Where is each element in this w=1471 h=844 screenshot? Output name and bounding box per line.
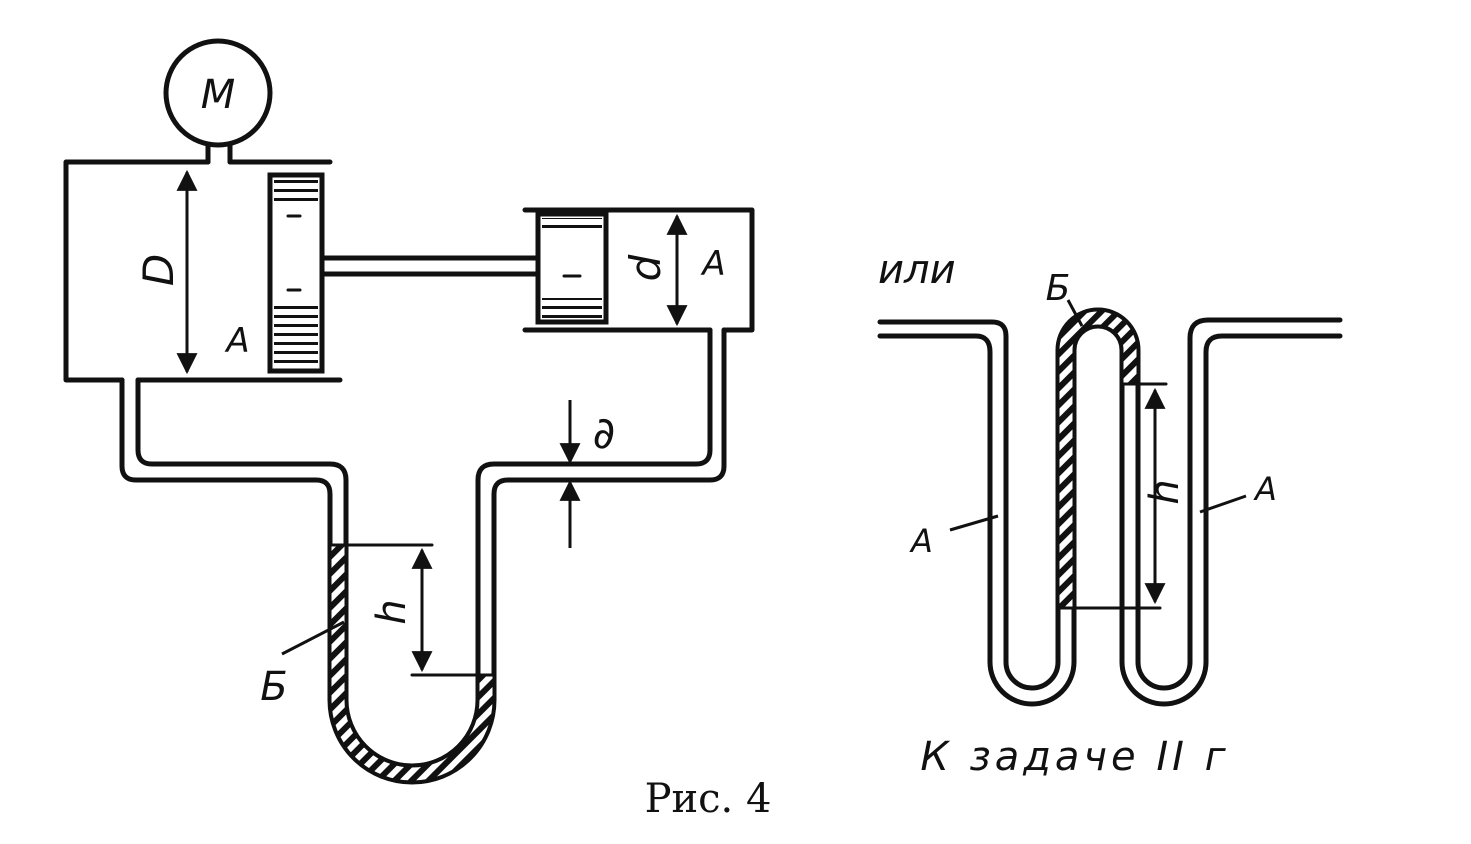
- small-chamber-label: А: [700, 244, 725, 284]
- right-pipe: [1187, 317, 1343, 665]
- big-chamber-label: А: [224, 321, 249, 361]
- gauge-label: М: [201, 72, 236, 118]
- right-apparatus: или h Б А А: [877, 247, 1343, 707]
- small-piston-top-band: [542, 218, 602, 234]
- h-extension-lines: [344, 543, 496, 677]
- tube-inner: [135, 327, 713, 769]
- left-fluid-leader: [949, 514, 999, 532]
- wall-thickness-label: ∂: [593, 408, 616, 459]
- right-fluid-label: А: [1253, 470, 1277, 508]
- problem-caption: К задаче II г: [920, 734, 1229, 780]
- small-piston-bottom-band: [542, 298, 602, 318]
- right-pipe-inner: [1203, 333, 1343, 665]
- big-cylinder-wall: [63, 159, 343, 383]
- big-piston-top-band: [274, 180, 318, 204]
- left-pipe: [877, 319, 1009, 665]
- gauge-circle: [163, 38, 273, 148]
- left-fluid-label: А: [909, 522, 933, 560]
- liquid-leader: [281, 620, 345, 656]
- or-label: или: [878, 247, 956, 293]
- big-piston-bottom-band: [274, 300, 318, 366]
- figure-caption: Рис. 4: [645, 776, 772, 822]
- left-bottom-bend: [987, 659, 1077, 707]
- big-diameter-label: D: [134, 254, 183, 286]
- left-apparatus: М D А d А ∂: [63, 38, 755, 785]
- big-piston-mark: [286, 214, 302, 292]
- small-diameter-label: d: [621, 254, 670, 281]
- liquid-label-2: Б: [1046, 268, 1071, 309]
- height-label: h: [369, 599, 415, 624]
- height-label-2: h: [1142, 479, 1188, 504]
- h2-extension-lines: [1072, 382, 1168, 610]
- right-bottom-bend: [1119, 659, 1209, 707]
- piston-rod: [319, 255, 541, 277]
- u-tube-liquid: [328, 543, 496, 784]
- liquid-leader-2: [1066, 299, 1084, 327]
- inverted-u-liquid: [1056, 308, 1140, 610]
- liquid-label: Б: [260, 664, 287, 710]
- right-fluid-leader: [1199, 494, 1247, 514]
- gauge-stem: [205, 142, 233, 165]
- left-pipe-inner: [877, 333, 993, 665]
- small-cylinder-wall: [522, 207, 755, 333]
